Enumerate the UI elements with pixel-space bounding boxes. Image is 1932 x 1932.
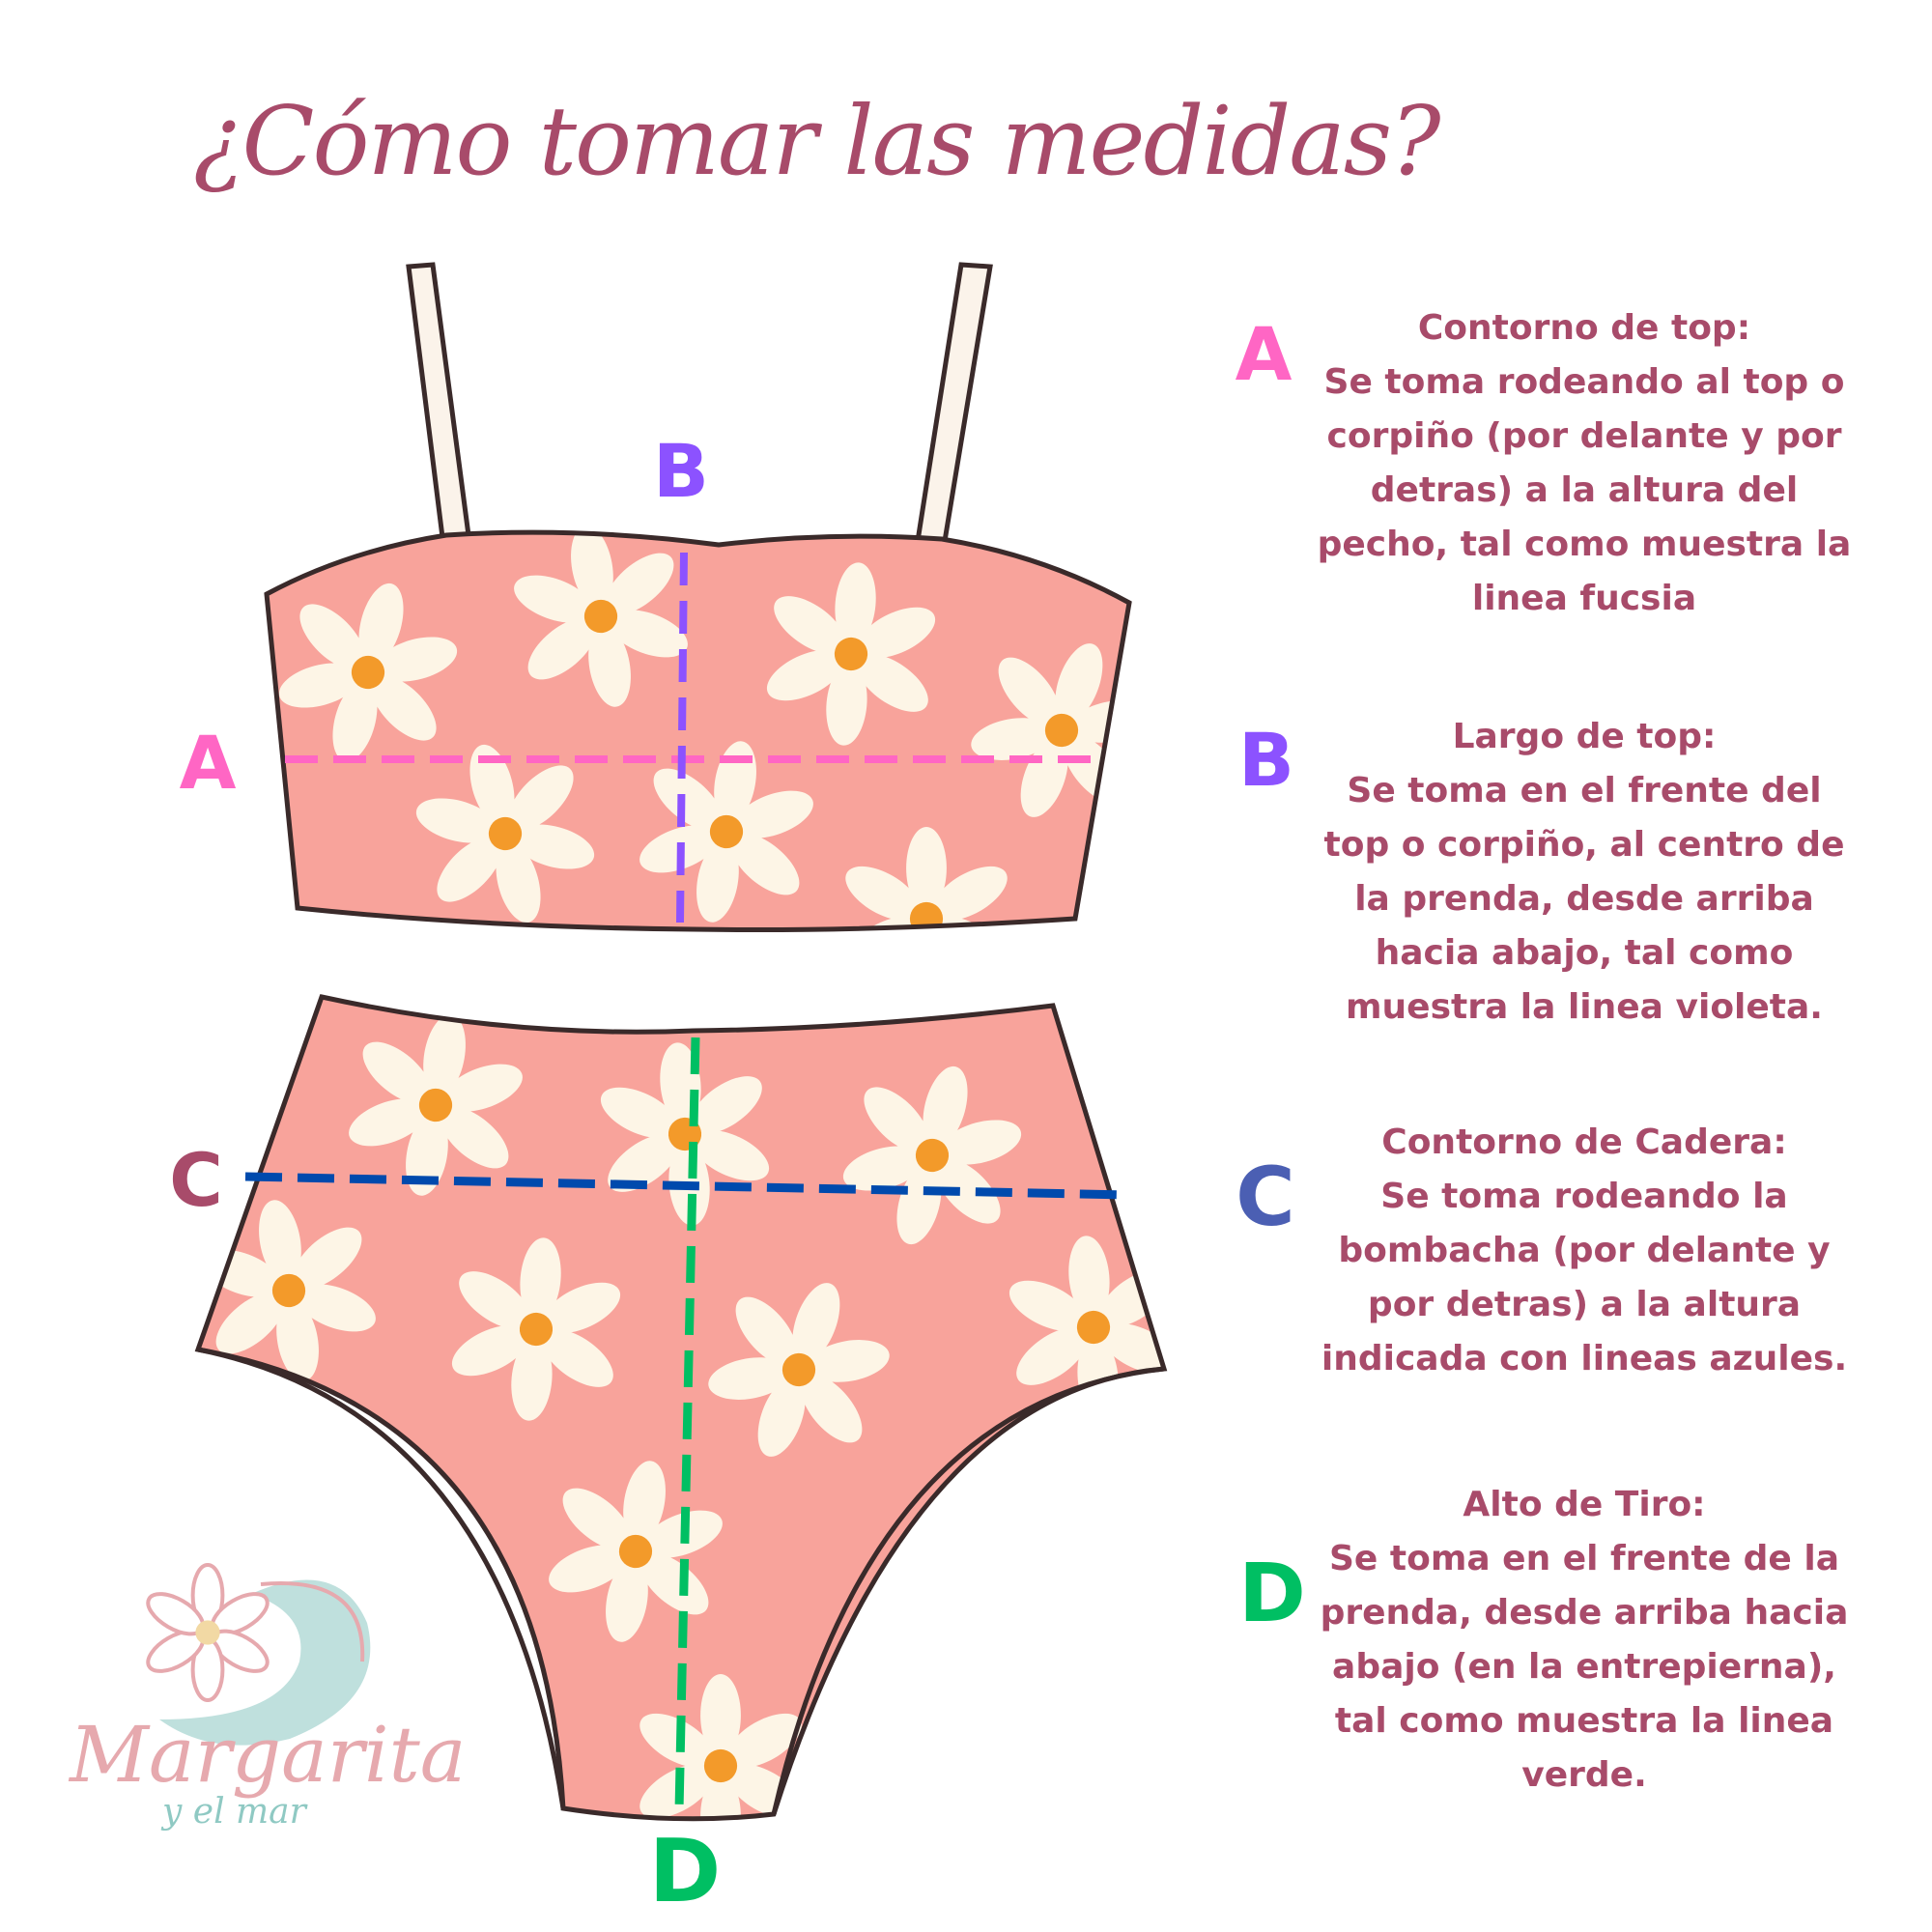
legend-letter-a: A: [1235, 311, 1293, 397]
description-line: la prenda, desde arriba: [1354, 879, 1814, 919]
daisy-flower-icon: [766, 562, 936, 746]
description-line: prenda, desde arriba hacia: [1320, 1593, 1849, 1633]
diagram-label-d: D: [648, 1821, 722, 1922]
description-line: Se toma en el frente de la: [1329, 1539, 1839, 1578]
diagram-label-c: C: [169, 1137, 223, 1223]
measure-line-b: [676, 552, 688, 923]
diagram-label-b: B: [653, 428, 709, 514]
daisy-logo-icon: [146, 1563, 270, 1702]
logo-tagline: y el mar: [162, 1792, 306, 1832]
daisy-flower-icon: [415, 744, 595, 923]
bikini-bottom: [194, 994, 1168, 1822]
right-strap: [915, 262, 993, 544]
description-line: indicada con lineas azules.: [1321, 1339, 1848, 1378]
brand-logo-graphic: [146, 1563, 371, 1746]
daisy-flower-icon: [451, 1237, 621, 1421]
legend-letter-d: D: [1238, 1546, 1306, 1640]
description-line: bombacha (por delante y: [1338, 1231, 1831, 1270]
description-line: tal como muestra la linea: [1334, 1701, 1834, 1741]
description-heading: Contorno de top:: [1417, 308, 1751, 348]
description-line: pecho, tal como muestra la: [1317, 525, 1852, 564]
description-line: Se toma en el frente del: [1347, 771, 1822, 810]
daisy-flower-icon: [349, 1014, 523, 1196]
daisy-flower-icon: [708, 1283, 890, 1457]
description-contorno-top: Contorno de top: Se toma rodeando al top…: [1314, 301, 1855, 626]
description-line: abajo (en la entrepierna),: [1332, 1647, 1836, 1687]
daisy-flower-icon: [845, 827, 1008, 930]
description-line: hacia abajo, tal como: [1375, 933, 1794, 973]
description-line: muestra la linea violeta.: [1346, 987, 1823, 1027]
legend-letter-b: B: [1238, 717, 1294, 803]
description-heading: Largo de top:: [1452, 717, 1717, 756]
description-line: Se toma rodeando la: [1380, 1177, 1788, 1216]
description-line: corpiño (por delante y por: [1326, 416, 1842, 456]
diagram-label-a: A: [179, 720, 237, 806]
description-line: por detras) a la altura: [1367, 1285, 1802, 1324]
description-line: top o corpiño, al centro de: [1323, 825, 1845, 865]
description-alto-tiro: Alto de Tiro: Se toma en el frente de la…: [1314, 1478, 1855, 1803]
description-line: detras) a la altura del: [1370, 470, 1799, 510]
description-contorno-cadera: Contorno de Cadera: Se toma rodeando la …: [1314, 1116, 1855, 1386]
logo-name: Margarita: [70, 1710, 467, 1800]
measure-line-c: [244, 1172, 1128, 1200]
measure-line-d: [674, 1037, 700, 1812]
daisy-flower-icon: [514, 532, 688, 707]
description-line: verde.: [1521, 1755, 1647, 1795]
description-heading: Contorno de Cadera:: [1381, 1122, 1787, 1162]
description-line: Se toma rodeando al top o: [1323, 362, 1845, 402]
moon-icon: [159, 1579, 371, 1746]
description-line: linea fucsia: [1471, 579, 1697, 618]
page-title: ¿Cómo tomar las medidas?: [193, 87, 1441, 197]
daisy-flower-icon: [842, 1065, 1022, 1245]
left-strap: [406, 262, 471, 540]
daisy-flower-icon: [146, 1563, 270, 1702]
description-heading: Alto de Tiro:: [1463, 1485, 1706, 1524]
legend-letter-c: C: [1236, 1150, 1295, 1244]
daisy-flower-icon: [278, 582, 458, 762]
description-largo-top: Largo de top: Se toma en el frente del t…: [1314, 710, 1855, 1035]
